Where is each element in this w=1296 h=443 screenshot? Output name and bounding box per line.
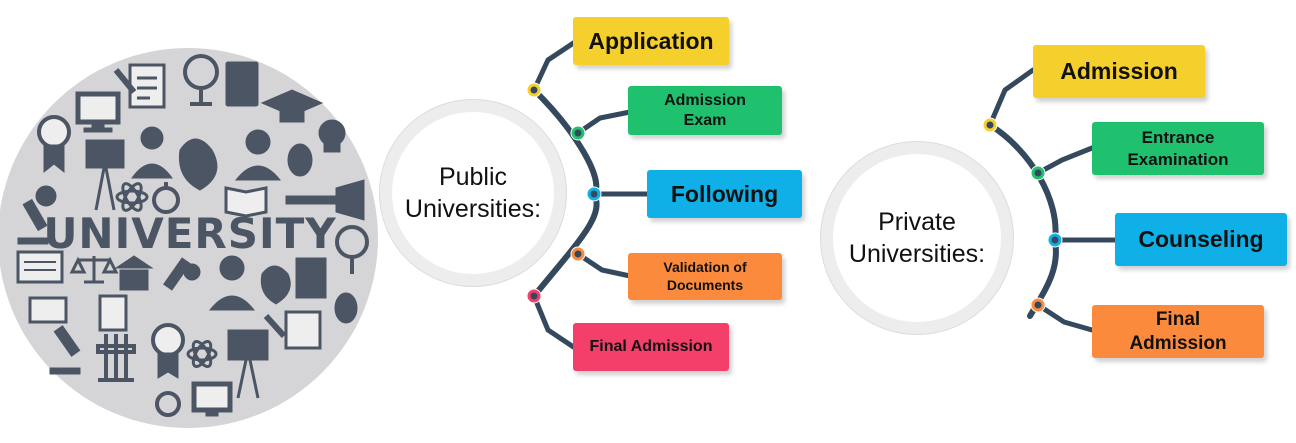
skull-icon [318, 119, 346, 153]
step-label: Entrance Examination [1127, 128, 1229, 169]
anatomy-heart-icon [260, 265, 291, 305]
computer-icon [191, 381, 233, 417]
atom-small-icon [186, 340, 218, 368]
public-branch-0 [531, 39, 578, 93]
private-node-core-2 [1051, 236, 1059, 244]
private-arc [987, 122, 1059, 319]
microscope-bottom-icon [49, 325, 81, 375]
graduation-cap-icon [260, 89, 324, 123]
public-step-admission-exam: Admission Exam [628, 86, 782, 135]
private-branch-0 [987, 67, 1036, 128]
university-emblem: UNIVERSITY [0, 48, 378, 428]
medal-icon [151, 323, 185, 379]
step-label: Application [588, 27, 714, 54]
telescope-icon [35, 185, 57, 207]
owl-icon [287, 143, 313, 177]
whiteboard-icon [227, 329, 269, 399]
public-universities-title: Public Universities: [404, 163, 542, 223]
public-step-following: Following [647, 170, 802, 218]
scales-icon [69, 256, 119, 284]
books-stack-icon [295, 257, 327, 299]
public-step-final-admission: Final Admission [573, 323, 729, 371]
private-step-admission: Admission [1033, 45, 1205, 98]
public-node-core-3 [574, 250, 582, 258]
certificate-icon [16, 250, 64, 284]
public-branch-4 [531, 293, 578, 351]
presentation-board-icon [85, 139, 125, 211]
test-tubes-icon [96, 334, 136, 382]
atom-icon [115, 182, 149, 212]
public-node-core-4 [530, 292, 538, 300]
microscope-icon [17, 198, 49, 245]
private-step-final-admission: Final Admission [1092, 305, 1264, 358]
private-step-entrance-examination: Entrance Examination [1092, 122, 1264, 175]
clipboard-icon [284, 310, 322, 350]
step-label: Final Admission [589, 338, 713, 355]
step-label: Final Admission [1129, 308, 1227, 354]
pencil-icon [113, 68, 137, 94]
book-icon [225, 61, 259, 107]
student-icon [208, 255, 256, 311]
notepad-icon [98, 294, 128, 332]
public-node-core-1 [574, 129, 582, 137]
public-step-validation: Validation of Documents [628, 253, 782, 300]
notebook-icon [28, 296, 68, 324]
stopwatch-bottom-icon [155, 391, 181, 417]
private-branch-3 [1035, 302, 1095, 333]
public-branch-3 [575, 251, 633, 279]
trumpet-icon [285, 179, 365, 221]
globe-icon [183, 54, 219, 106]
institution-building-icon [114, 255, 154, 291]
pencil-small-icon [263, 313, 287, 339]
emblem-word: UNIVERSITY [43, 209, 336, 258]
graduate-icon [234, 129, 282, 181]
step-label: Counseling [1138, 226, 1264, 253]
private-node-core-0 [986, 121, 994, 129]
private-node-core-1 [1034, 169, 1042, 177]
private-universities-circle: Private Universities: [833, 154, 1001, 322]
public-node-core-2 [590, 190, 598, 198]
monitor-icon [75, 91, 121, 133]
globe-small-icon [335, 225, 369, 274]
private-universities-title: Private Universities: [848, 208, 986, 268]
private-node-core-3 [1034, 301, 1042, 309]
owl-small-icon [334, 292, 358, 324]
public-node-core-0 [530, 86, 538, 94]
stopwatch-icon [152, 182, 180, 214]
step-label: Validation of Documents [663, 259, 747, 293]
step-label: Following [670, 180, 779, 207]
step-label: Admission Exam [664, 91, 746, 129]
microscope-center-icon [163, 257, 201, 291]
person-icon [131, 126, 173, 179]
private-step-counseling: Counseling [1115, 213, 1287, 266]
public-universities-circle: Public Universities: [392, 112, 554, 274]
award-icon [37, 115, 71, 174]
public-step-application: Application [573, 17, 729, 65]
open-book-icon [224, 186, 268, 218]
public-branch-1 [575, 109, 633, 136]
private-branch-1 [1035, 145, 1095, 176]
heart-organ-icon [178, 138, 218, 191]
step-label: Admission [1060, 58, 1178, 85]
